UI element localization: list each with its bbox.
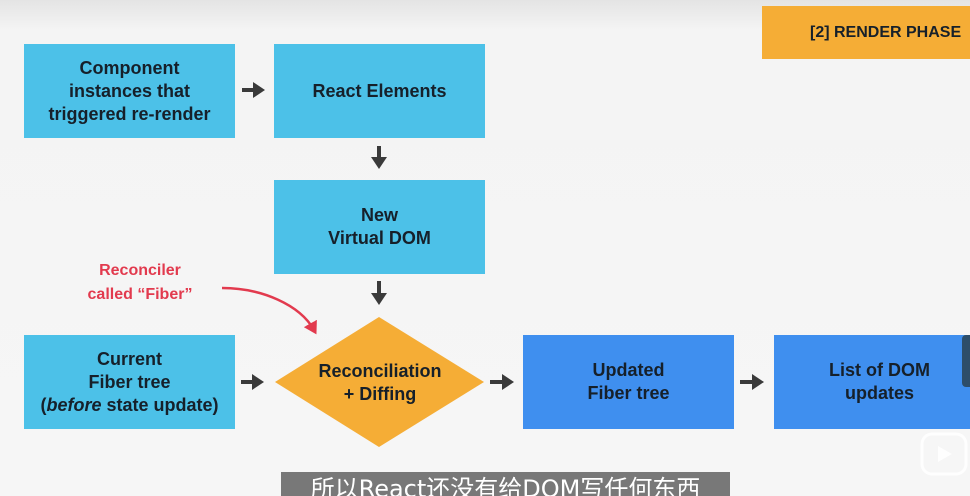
current-fiber-tree-line-2: Fiber tree [88, 371, 171, 392]
updated-fiber-tree-line-1: Updated [592, 360, 665, 380]
new-virtual-dom-node: New Virtual DOM [274, 180, 485, 274]
side-panel-tab[interactable] [962, 335, 970, 387]
current-fiber-tree-rest: state update) [101, 394, 219, 415]
dom-updates-line-1: List of DOM [829, 360, 930, 380]
new-virtual-dom-line-2: Virtual DOM [328, 228, 431, 248]
reconciliation-diamond [275, 317, 484, 447]
component-instances-line-2: instances that [68, 80, 191, 101]
react-elements-label: React Elements [312, 80, 447, 101]
reconciliation-line-2: + Diffing [343, 384, 417, 404]
current-fiber-tree-node: Current Fiber tree (before state update) [24, 335, 235, 429]
video-watermark-icon [920, 432, 968, 476]
video-subtitle: 所以React还没有给DOM写任何东西 [281, 472, 730, 496]
component-instances-line-1: Component [79, 57, 180, 78]
fiber-annotation: Reconciler called “Fiber” [80, 259, 200, 307]
updated-fiber-tree-line-2: Fiber tree [587, 383, 670, 403]
current-fiber-tree-paren: ( [40, 394, 47, 415]
render-phase-badge: [2] RENDER PHASE [762, 6, 970, 59]
reconciliation-line-1: Reconciliation [318, 361, 442, 381]
fiber-annotation-line-1: Reconciler [99, 262, 181, 279]
component-instances-node: Component instances that triggered re-re… [24, 44, 235, 138]
dom-updates-node: List of DOM updates [774, 335, 970, 429]
dom-updates-line-2: updates [844, 383, 914, 403]
current-fiber-tree-before: before [46, 394, 102, 415]
current-fiber-tree-line-3: (before state update) [40, 394, 218, 417]
reconciliation-label: Reconciliation + Diffing [300, 360, 460, 406]
updated-fiber-tree-node: Updated Fiber tree [523, 335, 734, 429]
fiber-annotation-line-2: called “Fiber” [87, 286, 193, 303]
annotation-arrow [221, 286, 317, 335]
new-virtual-dom-line-1: New [360, 205, 398, 225]
render-phase-label: [2] RENDER PHASE [810, 23, 962, 41]
react-elements-node: React Elements [274, 44, 485, 138]
current-fiber-tree-line-1: Current [96, 348, 162, 369]
component-instances-line-3: triggered re-render [48, 103, 211, 124]
